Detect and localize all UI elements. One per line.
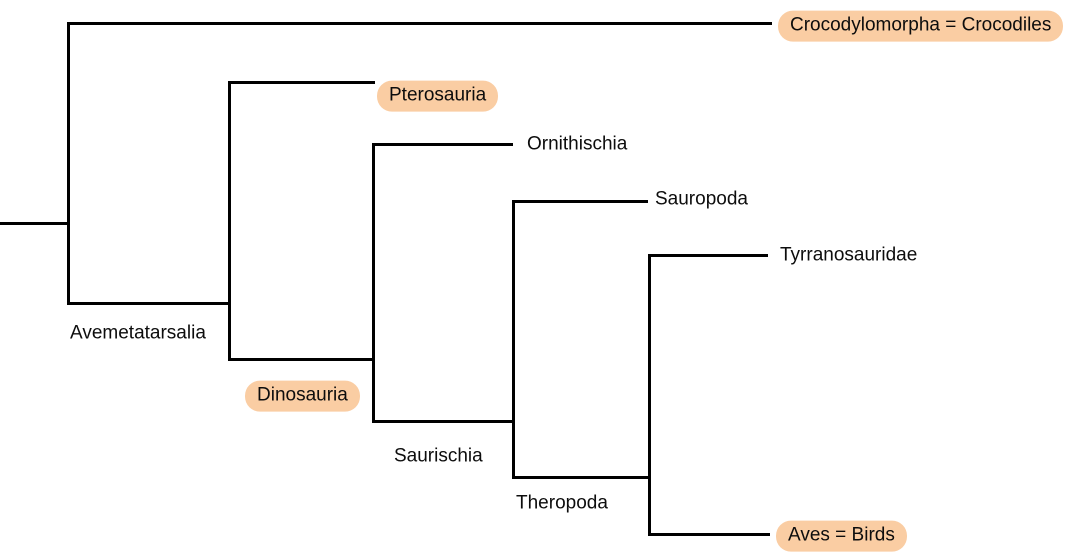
- label-theropoda: Theropoda: [516, 492, 608, 514]
- label-tyrranosauridae: Tyrranosauridae: [780, 244, 918, 266]
- label-pterosauria: Pterosauria: [377, 80, 499, 112]
- label-saurischia: Saurischia: [394, 445, 483, 467]
- node-theropoda-vertical: [648, 254, 651, 536]
- branch-tyrranosauridae-horizontal: [648, 254, 768, 257]
- branch-dinosauria-horizontal: [228, 358, 374, 361]
- branch-theropoda-horizontal: [512, 476, 650, 479]
- branch-sauropoda-horizontal: [512, 200, 648, 203]
- label-sauropoda: Sauropoda: [655, 188, 748, 210]
- label-ornithischia: Ornithischia: [527, 133, 628, 155]
- label-crocodylomorpha: Crocodylomorpha = Crocodiles: [778, 10, 1064, 42]
- node-avemetatarsalia-vertical: [228, 81, 231, 361]
- branch-ornithischia-horizontal: [372, 143, 513, 146]
- node-saurischia-vertical: [512, 200, 515, 479]
- branch-root-horizontal: [0, 222, 68, 225]
- branch-pterosauria-horizontal: [228, 81, 375, 84]
- branch-saurischia-horizontal: [372, 420, 513, 423]
- node-archosauria-vertical: [67, 22, 70, 305]
- label-avemetatarsalia: Avemetatarsalia: [70, 322, 206, 344]
- branch-avemetatarsalia-horizontal: [67, 302, 230, 305]
- branch-crocodylomorpha-horizontal: [67, 22, 772, 25]
- label-aves: Aves = Birds: [776, 520, 907, 552]
- branch-aves-horizontal: [648, 533, 770, 536]
- label-dinosauria: Dinosauria: [245, 380, 360, 412]
- node-dinosauria-vertical: [372, 143, 375, 423]
